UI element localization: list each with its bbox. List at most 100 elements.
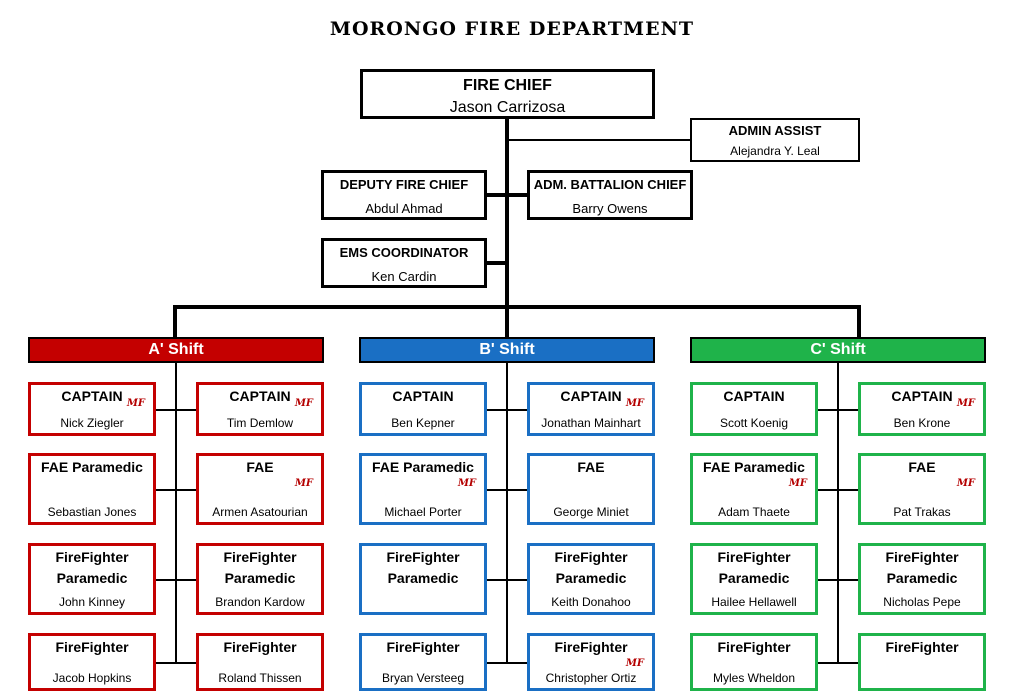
shift-a-banner: A' Shift — [28, 337, 324, 363]
card-role: FAE — [908, 459, 936, 475]
card-name: Tim Demlow — [226, 416, 294, 430]
fire-chief-name: Jason Carrizosa — [449, 99, 566, 116]
shift-b-card: FAE George Miniet — [527, 453, 655, 525]
card-role: FireFighter — [554, 549, 628, 565]
card-name: Nick Ziegler — [60, 416, 124, 430]
paramedic-logo-icon: MF — [457, 478, 476, 489]
shift-bar — [173, 305, 861, 309]
shift-c-card: FireFighter — [858, 633, 986, 691]
card-name: Hailee Hellawell — [711, 595, 797, 609]
card-name: Roland Thissen — [218, 671, 302, 685]
card-role: FireFighter — [717, 549, 791, 565]
ems-connector — [486, 261, 508, 265]
paramedic-logo-icon: MF — [956, 478, 975, 489]
shift-b-row-connector — [486, 409, 528, 411]
card-name: Jacob Hopkins — [52, 671, 132, 685]
fire-chief-box: FIRE CHIEF Jason Carrizosa — [360, 69, 655, 119]
page-title: MORONGO FIRE DEPARTMENT — [329, 18, 695, 40]
ems-coordinator-role: EMS COORDINATOR — [339, 245, 469, 260]
shift-b-center-line — [506, 363, 508, 663]
paramedic-logo-icon: MF — [625, 658, 644, 669]
shift-c-center-line — [837, 363, 839, 663]
battalion-chief-name: Barry Owens — [572, 201, 648, 216]
shift-a-center-line — [175, 363, 177, 663]
card-name: Bryan Versteeg — [381, 671, 465, 685]
card-name: Sebastian Jones — [47, 505, 137, 519]
shift-c-row-connector — [817, 579, 859, 581]
paramedic-logo-icon: MF — [294, 478, 313, 489]
card-role: FireFighter — [885, 549, 959, 565]
card-name: Scott Koenig — [719, 416, 789, 430]
shift-c-banner: C' Shift — [690, 337, 986, 363]
card-role: FireFighter — [386, 639, 460, 655]
card-role: FireFighter — [885, 639, 959, 655]
admin-connector — [507, 139, 690, 141]
card-name: Nicholas Pepe — [883, 595, 961, 609]
card-role: FireFighter — [386, 549, 460, 565]
battalion-chief-box: ADM. BATTALION CHIEF Barry Owens — [527, 170, 693, 220]
card-role: FAE Paramedic — [372, 459, 474, 475]
deputy-connector — [486, 193, 528, 197]
card-name: George Miniet — [553, 505, 629, 519]
shift-a-row-connector — [155, 409, 197, 411]
deputy-chief-box: DEPUTY FIRE CHIEF Abdul Ahmad — [321, 170, 487, 220]
shift-b-row-connector — [486, 579, 528, 581]
admin-assist-role: ADMIN ASSIST — [728, 123, 822, 138]
card-role: FAE — [246, 459, 274, 475]
card-role-line-2: Paramedic — [718, 570, 790, 586]
card-role: CAPTAIN — [229, 388, 291, 404]
paramedic-logo-icon: MF — [126, 398, 145, 409]
paramedic-logo-icon: MF — [625, 398, 644, 409]
shift-a-row-connector — [155, 662, 197, 664]
shift-c-row-connector — [817, 662, 859, 664]
admin-assist-box: ADMIN ASSIST Alejandra Y. Leal — [690, 118, 860, 162]
card-name: Christopher Ortiz — [545, 671, 637, 685]
card-role: FireFighter — [55, 549, 129, 565]
shift-b-banner: B' Shift — [359, 337, 655, 363]
admin-assist-name: Alejandra Y. Leal — [730, 144, 820, 158]
card-role: CAPTAIN — [891, 388, 953, 404]
paramedic-logo-icon: MF — [788, 478, 807, 489]
card-role: FAE — [577, 459, 605, 475]
shift-c-row-connector — [817, 409, 859, 411]
card-role-line-2: Paramedic — [224, 570, 296, 586]
card-role: FireFighter — [717, 639, 791, 655]
card-role: CAPTAIN — [61, 388, 123, 404]
shift-c-drop — [857, 305, 861, 337]
card-role: FAE Paramedic — [41, 459, 143, 475]
card-role: FireFighter — [554, 639, 628, 655]
shift-c-card: CAPTAIN Scott Koenig — [690, 382, 818, 436]
shift-a-row-connector — [155, 489, 197, 491]
card-name: Ben Kepner — [391, 416, 455, 430]
card-role: FireFighter — [55, 639, 129, 655]
paramedic-logo-icon: MF — [294, 398, 313, 409]
card-name: Jonathan Mainhart — [541, 416, 641, 430]
battalion-chief-role: ADM. BATTALION CHIEF — [533, 177, 687, 192]
card-name: Michael Porter — [384, 505, 462, 519]
card-name: Keith Donahoo — [551, 595, 631, 609]
card-name: Brandon Kardow — [215, 595, 305, 609]
shift-b-drop — [505, 305, 509, 337]
card-role: CAPTAIN — [723, 388, 785, 404]
card-role-line-2: Paramedic — [387, 570, 459, 586]
card-name: Myles Wheldon — [712, 671, 796, 685]
card-role-line-2: Paramedic — [555, 570, 627, 586]
